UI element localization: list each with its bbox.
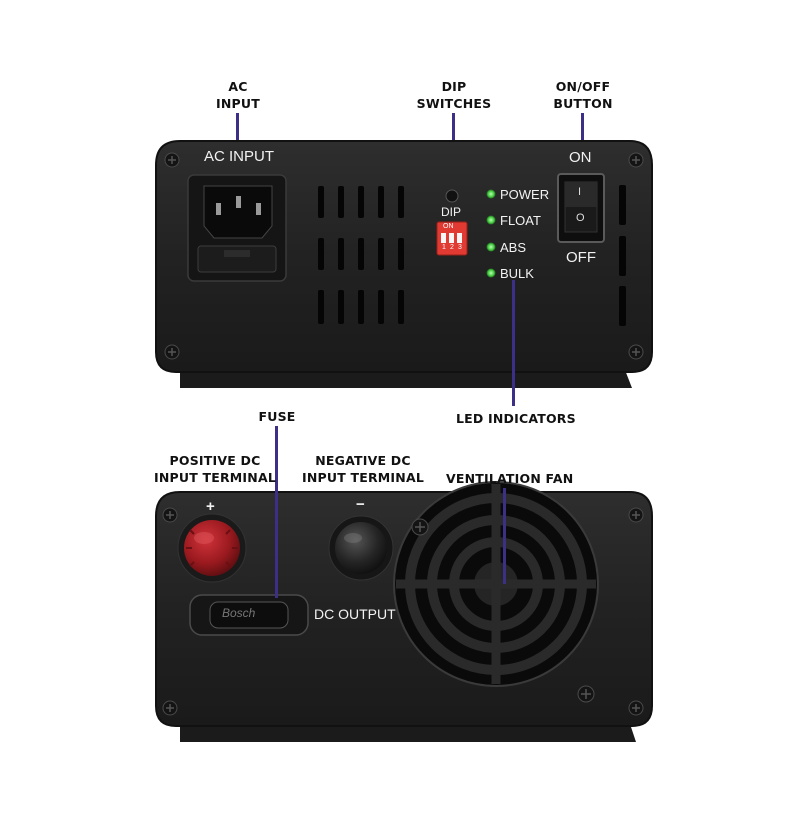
- leader-fuse: [275, 426, 278, 598]
- leader-onoff: [581, 113, 584, 141]
- callout-ac-input-line1: AC: [228, 79, 248, 94]
- callout-positive-dc: POSITIVE DC INPUT TERMINAL: [152, 452, 278, 486]
- callout-positive-line1: POSITIVE DC: [169, 453, 261, 468]
- callout-dip-switches: DIP SWITCHES: [410, 78, 498, 112]
- ac-fuse-drawer: [197, 245, 277, 273]
- dip-number-1: 1: [442, 244, 446, 251]
- callout-onoff-line1: ON/OFF: [555, 79, 611, 94]
- callout-onoff: ON/OFF BUTTON: [548, 78, 618, 112]
- callout-fuse: FUSE: [258, 409, 296, 424]
- callout-negative-line2: INPUT TERMINAL: [302, 470, 424, 485]
- switch-on-label: ON: [569, 149, 592, 166]
- ac-socket-inlet: [203, 185, 273, 239]
- dip-number-2: 2: [450, 244, 454, 251]
- led-label-abs: ABS: [500, 240, 527, 255]
- negative-sign: −: [356, 496, 365, 513]
- switch-o-mark[interactable]: O: [576, 212, 585, 224]
- callout-dip-line1: DIP: [441, 79, 467, 94]
- dip-number-3: 3: [458, 244, 462, 251]
- led-label-power: POWER: [500, 187, 550, 202]
- callout-ac-input: AC INPUT: [206, 78, 270, 112]
- switch-off-label: OFF: [566, 249, 596, 266]
- positive-sign: +: [206, 498, 215, 515]
- switch-i-mark[interactable]: I: [578, 186, 582, 198]
- led-dots: [486, 189, 496, 278]
- callout-dip-line2: SWITCHES: [416, 96, 492, 111]
- callout-led-indicators: LED INDICATORS: [456, 411, 576, 426]
- negative-terminal-cap: [335, 522, 387, 574]
- top-right-slots: [619, 185, 626, 326]
- led-label-float: FLOAT: [500, 213, 541, 228]
- panel-ac-input-label: AC INPUT: [204, 148, 275, 165]
- callout-negative-line1: NEGATIVE DC: [315, 453, 411, 468]
- ventilation-fan: [393, 481, 599, 687]
- top-vent-slots: [318, 186, 404, 324]
- fuse-text: Bosch: [222, 606, 256, 620]
- callout-negative-dc: NEGATIVE DC INPUT TERMINAL: [300, 452, 426, 486]
- leader-led: [512, 280, 515, 406]
- dc-output-label: DC OUTPUT: [314, 606, 396, 622]
- leader-fan: [503, 488, 506, 584]
- panel-dip-label: DIP: [441, 205, 462, 219]
- callout-ac-input-line2: INPUT: [216, 96, 260, 111]
- callout-positive-line2: INPUT TERMINAL: [154, 470, 276, 485]
- leader-ac-input: [236, 113, 239, 145]
- dip-on-text: ON: [443, 223, 454, 230]
- dip-pivot: [445, 189, 459, 203]
- callout-ventilation-fan: VENTILATION FAN: [446, 471, 574, 486]
- positive-terminal-cap: [184, 520, 240, 576]
- callout-onoff-line2: BUTTON: [553, 96, 613, 111]
- bottom-foot: [180, 724, 636, 742]
- top-foot: [180, 370, 632, 388]
- led-label-bulk: BULK: [500, 266, 534, 281]
